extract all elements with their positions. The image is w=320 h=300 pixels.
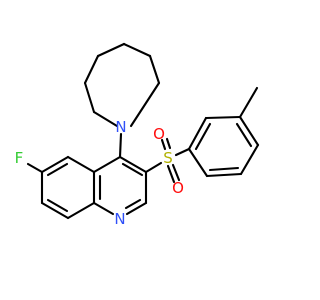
oxygen-top-label: O — [153, 125, 165, 143]
atom-labels: F N N S O O — [15, 118, 184, 228]
sulfur-label: S — [163, 149, 173, 167]
bond-c4-c3-inner — [121, 162, 144, 177]
bond-azepane-2 — [83, 81, 96, 114]
bond-tolyl-5-inner — [208, 166, 240, 172]
fluorine-label: F — [15, 149, 24, 167]
bond-tolyl-4 — [239, 143, 260, 176]
bond-azepane-4 — [96, 42, 126, 58]
bond-tolyl-2 — [204, 115, 242, 120]
bond-n1-c8a — [92, 201, 115, 216]
bond-c4-c3 — [118, 155, 148, 174]
bond-azepane-3 — [83, 54, 100, 85]
bond-c3-s — [144, 161, 163, 174]
bond-c2-n1-inner — [124, 198, 142, 210]
azepane-nitrogen-label: N — [115, 118, 126, 136]
bonds — [26, 42, 260, 220]
bond-tolyl-1-inner — [194, 122, 212, 151]
bond-c7-c8-inner — [46, 198, 69, 213]
bond-s-o-bottom-2 — [171, 163, 181, 182]
bond-tolyl-3-inner — [235, 122, 253, 148]
bond-azepane-6 — [148, 54, 161, 85]
bond-n-c4 — [118, 132, 123, 159]
bond-c8-c8a — [66, 201, 96, 220]
bond-c4a-c5 — [66, 155, 96, 174]
bond-c4a-c4 — [92, 155, 122, 174]
bond-s-o-top-1 — [160, 138, 167, 151]
bond-s-tolyl — [174, 147, 191, 157]
oxygen-bottom-label: O — [172, 179, 184, 197]
bond-methyl — [238, 86, 259, 119]
bond-c2-n1 — [125, 201, 148, 216]
bond-tolyl-6 — [187, 147, 209, 178]
bond-azepane-1 — [92, 110, 119, 128]
bond-s-o-bottom-1 — [166, 164, 176, 184]
bond-c6-f — [26, 162, 44, 174]
bond-tolyl-1 — [187, 116, 208, 151]
molecule-structure: F N N S O O — [15, 42, 260, 228]
bond-azepane-7 — [129, 81, 161, 128]
bond-c5-c6 — [40, 155, 70, 174]
bond-azepane-5 — [122, 42, 152, 58]
bond-c7-c8 — [40, 201, 70, 220]
bond-c5-c6-inner — [46, 162, 69, 177]
bond-tolyl-3 — [238, 115, 260, 147]
bond-tolyl-5 — [205, 172, 243, 178]
bond-s-o-top-2 — [165, 137, 172, 150]
quinoline-nitrogen-label: N — [114, 210, 125, 228]
